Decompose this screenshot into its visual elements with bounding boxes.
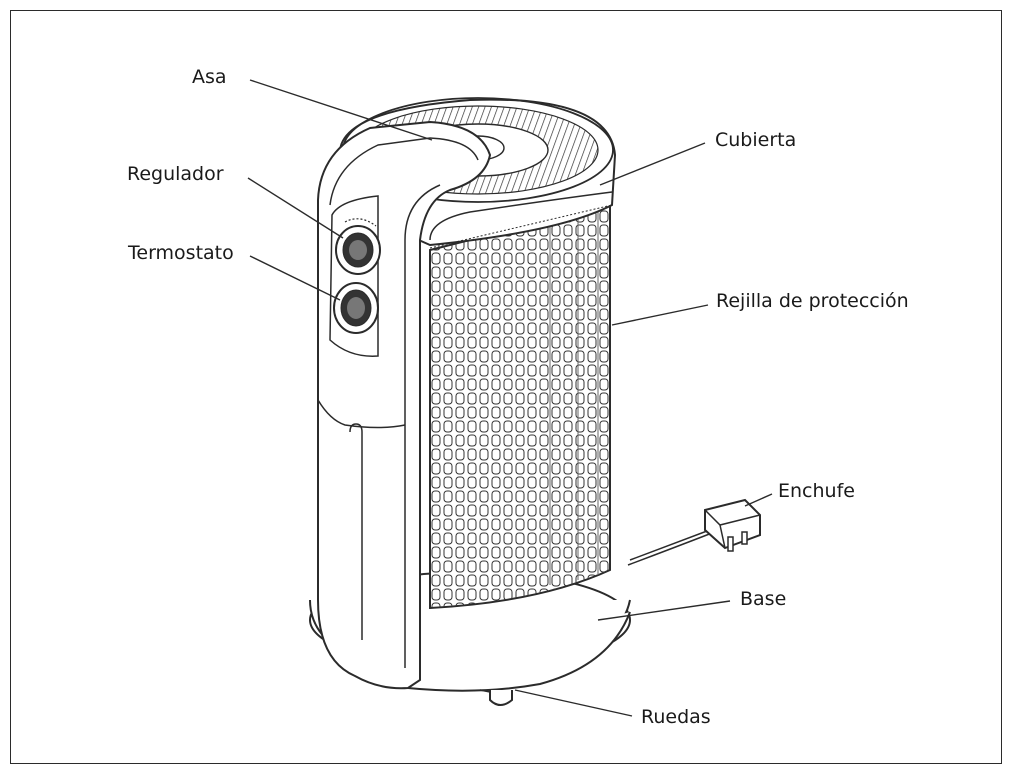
heater-grille [430,200,620,620]
leader-enchufe [745,494,772,506]
plug [705,500,760,551]
leader-ruedas [515,690,632,716]
label-termostato: Termostato [128,244,234,263]
label-base: Base [740,590,786,609]
label-regulador: Regulador [127,165,224,184]
label-cubierta: Cubierta [715,131,796,150]
label-rejilla: Rejilla de protección [716,292,909,311]
thermostat-knob [334,283,378,333]
label-enchufe: Enchufe [778,482,855,501]
leader-rejilla [612,305,708,325]
label-asa: Asa [192,68,227,87]
leader-cubierta [600,143,705,185]
heater-wheel [480,690,512,705]
power-cord [628,528,715,565]
label-ruedas: Ruedas [641,708,711,727]
